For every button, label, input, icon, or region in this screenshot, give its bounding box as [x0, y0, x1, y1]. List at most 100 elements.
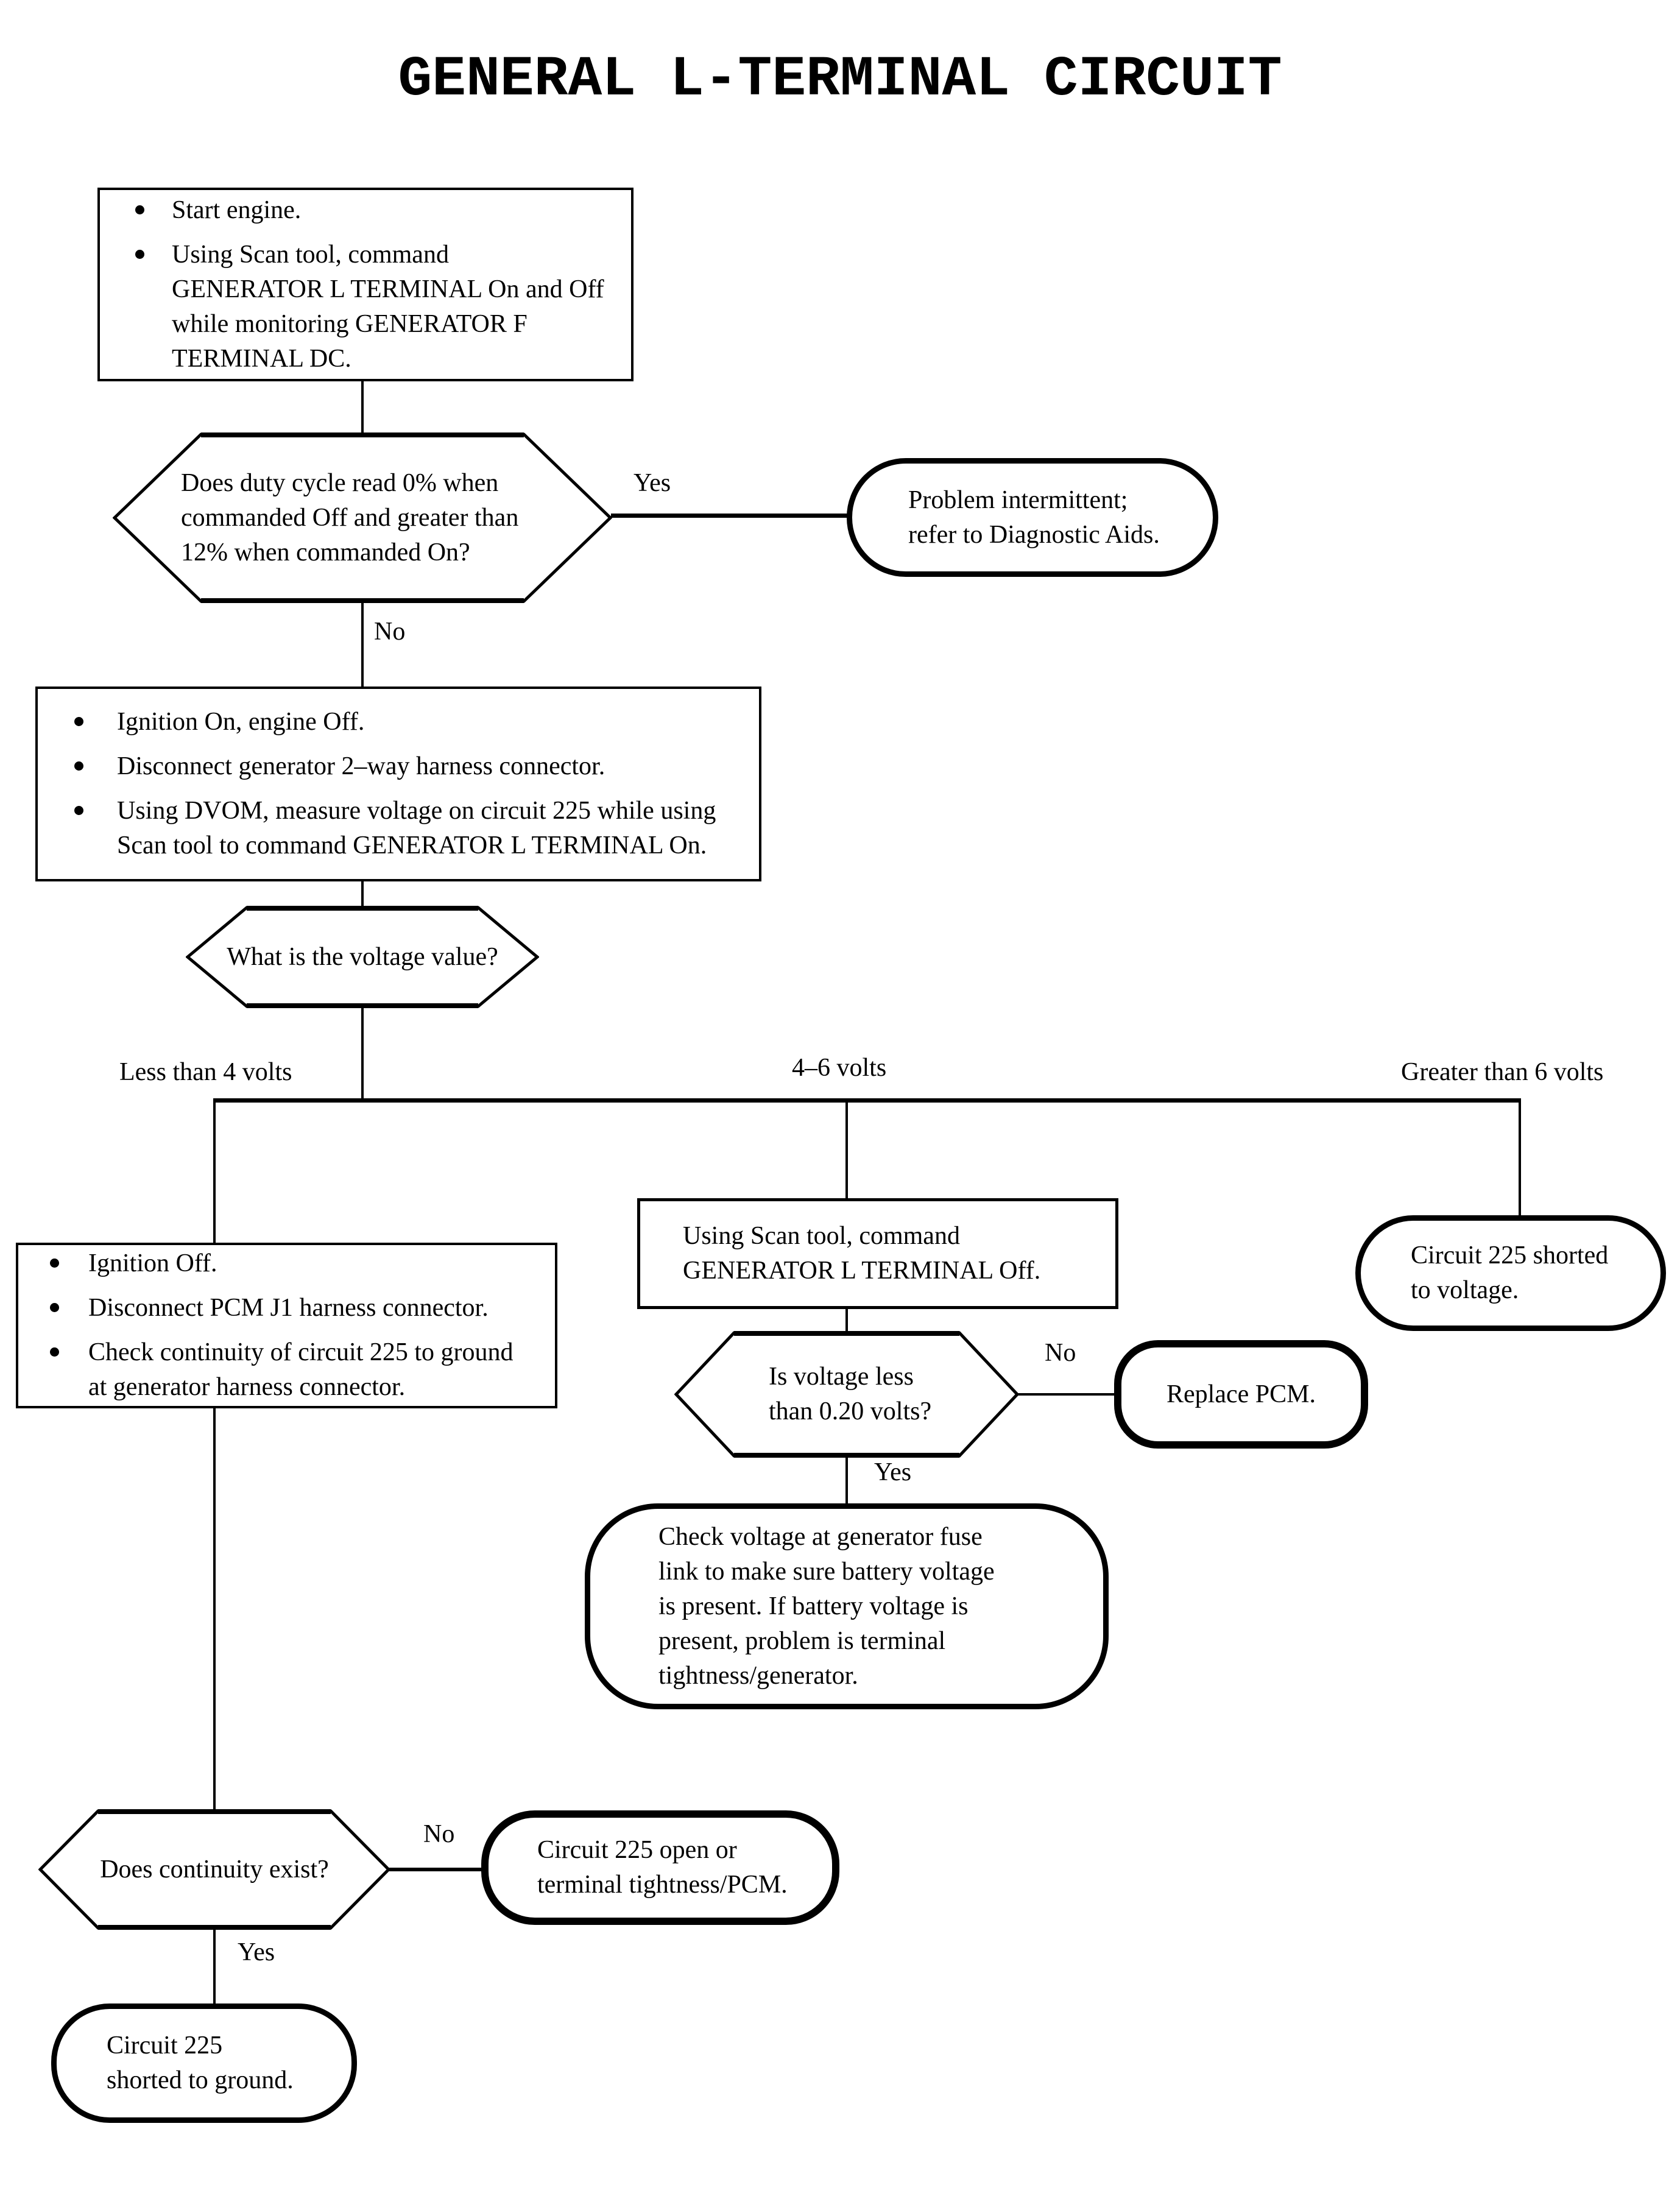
- connector-line: [845, 1309, 848, 1332]
- bullet-text: Disconnect generator 2–way harness conne…: [117, 749, 605, 784]
- bullet-list: Ignition Off. Disconnect PCM J1 harness c…: [18, 1245, 555, 1406]
- text-line: Start engine.: [172, 196, 302, 224]
- text-line: to voltage.: [1411, 1276, 1519, 1304]
- connector-line: [845, 1098, 848, 1199]
- connector-line: [1018, 1393, 1115, 1396]
- decision-continuity: Does continuity exist?: [38, 1809, 390, 1930]
- bullet-icon: [50, 1259, 59, 1268]
- decision-text: Does continuity exist?: [38, 1809, 390, 1930]
- bullet-icon: [135, 249, 144, 259]
- text-line: than 0.20 volts?: [769, 1397, 932, 1425]
- decision-text: Does duty cycle read 0% when commanded Of…: [113, 432, 612, 603]
- text-line: Problem intermittent;: [908, 485, 1128, 514]
- text-line: Ignition Off.: [88, 1249, 217, 1277]
- text-line: refer to Diagnostic Aids.: [908, 520, 1160, 549]
- decision-voltage-value: What is the voltage value?: [186, 906, 539, 1008]
- text-line: Is voltage less: [769, 1363, 914, 1391]
- text-line: at generator harness connector.: [88, 1373, 406, 1401]
- terminal-text: Check voltage at generator fuse link to m…: [590, 1509, 1103, 1704]
- text-line: while monitoring GENERATOR F: [172, 309, 528, 338]
- hexagon-shape: [674, 1331, 1019, 1458]
- hexagon-shape: [113, 432, 612, 603]
- terminal-text: Replace PCM.: [1121, 1347, 1361, 1441]
- terminal-replace-pcm: Replace PCM.: [1114, 1340, 1368, 1449]
- text-line: Does continuity exist?: [100, 1855, 329, 1883]
- bullet-item: Using DVOM, measure voltage on circuit 2…: [74, 794, 759, 863]
- bullet-icon: [74, 717, 83, 726]
- decision-text: Is voltage less than 0.20 volts?: [674, 1331, 1019, 1458]
- connector-line: [611, 514, 848, 518]
- decision-voltage-less: Is voltage less than 0.20 volts?: [674, 1331, 1019, 1458]
- connector-line: [361, 381, 364, 435]
- text-line: is present. If battery voltage is: [658, 1592, 969, 1620]
- edge-label-4-6-volts: 4–6 volts: [792, 1054, 887, 1082]
- bullet-icon: [74, 806, 83, 815]
- bullet-icon: [50, 1347, 59, 1357]
- edge-label-yes-voltage-less: Yes: [874, 1458, 912, 1486]
- terminal-problem-intermittent: Problem intermittent; refer to Diagnostic…: [847, 458, 1218, 577]
- edge-label-yes-duty-cycle: Yes: [634, 469, 671, 497]
- connector-line: [361, 1007, 364, 1100]
- connector-line: [213, 1407, 216, 1810]
- hexagon-shape: [38, 1809, 390, 1930]
- edge-label-no-duty-cycle: No: [374, 618, 406, 646]
- text-line: GENERATOR L TERMINAL On and Off: [172, 275, 604, 303]
- page-title: GENERAL L-TERMINAL CIRCUIT: [398, 48, 1282, 111]
- bullet-text: Disconnect PCM J1 harness connector.: [88, 1291, 489, 1326]
- text-line: present, problem is terminal: [658, 1626, 946, 1655]
- text-line: What is the voltage value?: [227, 942, 498, 971]
- edge-label-less-than-4-volts: Less than 4 volts: [119, 1058, 292, 1086]
- decision-text: What is the voltage value?: [186, 906, 539, 1008]
- connector-line: [361, 880, 364, 907]
- bullet-item: Disconnect generator 2–way harness conne…: [74, 749, 759, 784]
- decision-duty-cycle: Does duty cycle read 0% when commanded Of…: [113, 432, 612, 603]
- text-line: Check continuity of circuit 225 to groun…: [88, 1338, 514, 1366]
- text-line: link to make sure battery voltage: [658, 1557, 995, 1586]
- text-line: Check voltage at generator fuse: [658, 1522, 983, 1551]
- bullet-text: Using DVOM, measure voltage on circuit 2…: [117, 794, 716, 863]
- text-line: Does duty cycle read 0% when: [181, 468, 499, 497]
- connector-line: [213, 1929, 216, 2005]
- terminal-text: Circuit 225 shorted to voltage.: [1361, 1221, 1661, 1326]
- connector-line: [213, 1098, 216, 1244]
- bullet-text: Ignition On, engine Off.: [117, 705, 364, 740]
- hexagon-shape: [186, 906, 539, 1008]
- text-line: Scan tool to command GENERATOR L TERMINA…: [117, 831, 707, 860]
- bullet-text: Check continuity of circuit 225 to groun…: [88, 1335, 514, 1405]
- process-ignition-on: Ignition On, engine Off. Disconnect gener…: [35, 687, 761, 881]
- text-line: Circuit 225 shorted: [1411, 1241, 1609, 1269]
- bullet-icon: [74, 761, 83, 771]
- text-line: Using DVOM, measure voltage on circuit 2…: [117, 797, 716, 825]
- bullet-item: Ignition Off.: [50, 1246, 555, 1281]
- text-line: TERMINAL DC.: [172, 344, 351, 373]
- edge-label-no-continuity: No: [423, 1820, 455, 1848]
- bullet-list: Ignition On, engine Off. Disconnect gener…: [38, 689, 759, 879]
- process-ignition-off: Ignition Off. Disconnect PCM J1 harness c…: [16, 1243, 557, 1408]
- terminal-text: Problem intermittent; refer to Diagnostic…: [852, 464, 1213, 571]
- bullet-icon: [50, 1303, 59, 1312]
- text-line: Using Scan tool, command: [172, 240, 449, 269]
- bullet-item: Ignition On, engine Off.: [74, 705, 759, 740]
- connector-line: [361, 602, 364, 688]
- text-line: shorted to ground.: [107, 2066, 294, 2094]
- text-line: tightness/generator.: [658, 1661, 858, 1690]
- text-line: Replace PCM.: [1166, 1380, 1316, 1408]
- bullet-text: Ignition Off.: [88, 1246, 217, 1281]
- text-line: Disconnect generator 2–way harness conne…: [117, 752, 605, 780]
- bullet-text: Start engine.: [172, 193, 301, 228]
- text-line: commanded Off and greater than: [181, 503, 519, 532]
- bullet-item: Disconnect PCM J1 harness connector.: [50, 1291, 555, 1326]
- bullet-item: Check continuity of circuit 225 to groun…: [50, 1335, 555, 1405]
- connector-rail: [213, 1098, 1521, 1103]
